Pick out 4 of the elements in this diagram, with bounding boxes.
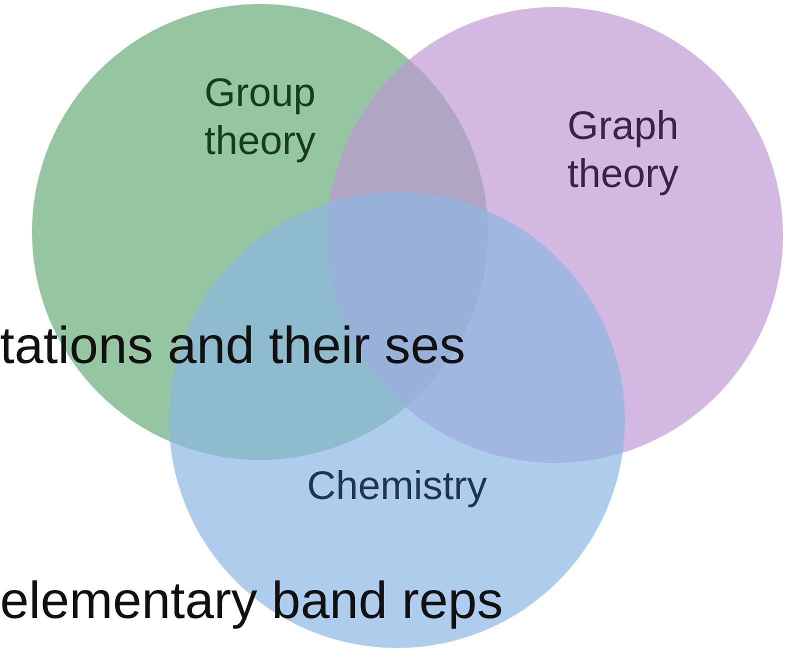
set-label: Chemistry xyxy=(306,463,488,510)
set-label: Graph theory xyxy=(566,103,680,198)
background-text: elementary band reps xyxy=(0,571,504,632)
set-label: Group theory xyxy=(203,70,317,165)
